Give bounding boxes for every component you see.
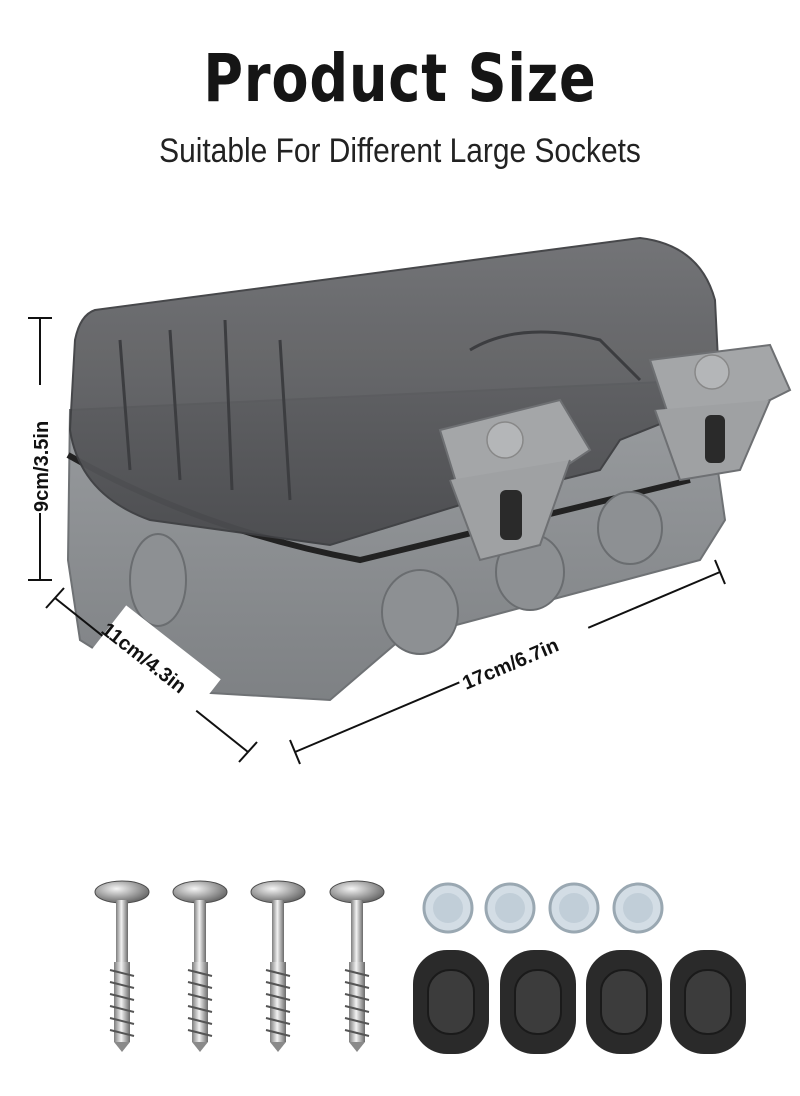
knockout-circle (129, 533, 187, 627)
screw-icon (329, 880, 385, 1052)
screw-icon (250, 880, 306, 1052)
gasket-icon (500, 950, 576, 1054)
plug-icon (548, 882, 600, 934)
dimension-height: 9cm/3.5in (28, 317, 53, 581)
plug-set (422, 882, 664, 934)
knockout-circle (597, 491, 663, 565)
gasket-icon (413, 950, 489, 1054)
gasket-icon (670, 950, 746, 1054)
latch-left (438, 398, 592, 562)
plug-icon (612, 882, 664, 934)
page-title: Product Size (203, 40, 597, 117)
height-label: 9cm/3.5in (31, 421, 53, 512)
screw-icon (94, 880, 150, 1052)
gasket-icon (586, 950, 662, 1054)
socket-box (66, 236, 792, 702)
screw-icon (172, 880, 228, 1052)
latch-right (648, 343, 792, 482)
screw-set (94, 880, 385, 1052)
plug-icon (484, 882, 536, 934)
knockout-circle (381, 569, 459, 655)
page-subtitle: Suitable For Different Large Sockets (159, 132, 641, 170)
plug-icon (422, 882, 474, 934)
gasket-set (413, 950, 746, 1054)
